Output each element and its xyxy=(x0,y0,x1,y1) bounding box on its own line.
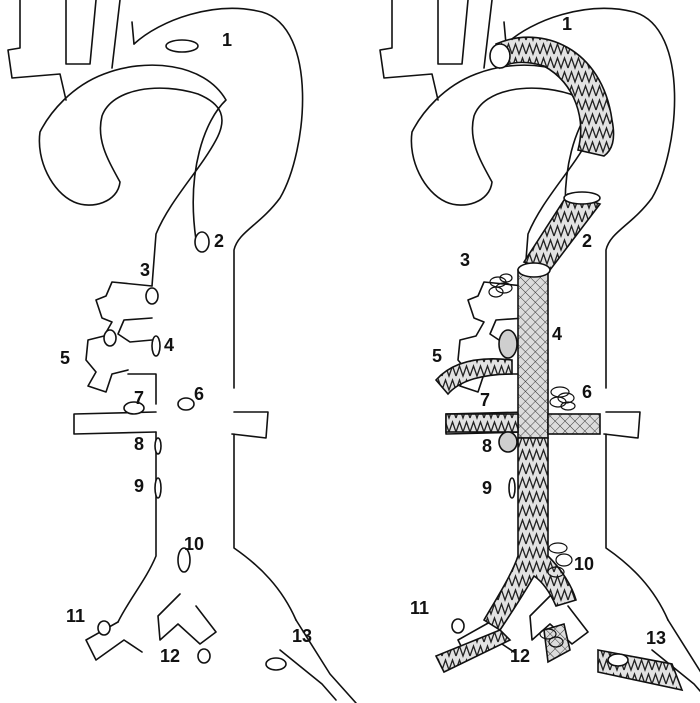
lesion-12 xyxy=(197,648,211,664)
left-iliac-limb xyxy=(434,629,512,674)
label-11: 11 xyxy=(410,598,429,618)
label-13: 13 xyxy=(292,626,312,646)
lesion-8 xyxy=(154,437,162,455)
label-6: 6 xyxy=(582,382,592,402)
label-5: 5 xyxy=(60,348,70,368)
internal-iliac-graft xyxy=(543,622,571,664)
label-9: 9 xyxy=(134,476,144,496)
label-5: 5 xyxy=(432,346,442,366)
sma-stent xyxy=(434,358,513,396)
labels-right: 1 2 3 4 5 6 7 8 9 10 11 12 13 xyxy=(410,14,666,666)
lesion-1 xyxy=(489,43,511,69)
lesion-11 xyxy=(97,620,111,636)
coil-3 xyxy=(488,273,513,298)
label-4: 4 xyxy=(164,335,174,355)
lesion-4 xyxy=(498,329,518,359)
lesion-8 xyxy=(498,431,518,453)
lesion-9 xyxy=(154,477,162,499)
label-10: 10 xyxy=(574,554,594,574)
label-2: 2 xyxy=(214,231,224,251)
lesion-6 xyxy=(177,397,195,411)
label-7: 7 xyxy=(480,390,490,410)
coil-10 xyxy=(547,542,573,578)
label-8: 8 xyxy=(134,434,144,454)
infrarenal-stent-graft xyxy=(482,437,577,632)
label-1: 1 xyxy=(222,30,232,50)
visceral-graft xyxy=(517,269,549,439)
label-3: 3 xyxy=(140,260,150,280)
coil-12 xyxy=(539,628,564,648)
lesion-7 xyxy=(123,401,145,415)
lesion-5 xyxy=(103,329,117,347)
lesion-1 xyxy=(165,39,199,53)
lesion-9 xyxy=(508,477,516,499)
panel-native-aorta xyxy=(7,0,357,703)
label-10: 10 xyxy=(184,534,204,554)
label-7: 7 xyxy=(134,388,144,408)
label-3: 3 xyxy=(460,250,470,270)
coil-6 xyxy=(549,386,576,411)
label-1: 1 xyxy=(562,14,572,34)
lesion-2 xyxy=(194,231,210,253)
label-6: 6 xyxy=(194,384,204,404)
label-13: 13 xyxy=(646,628,666,648)
lesion-10 xyxy=(177,547,191,573)
graft-rim xyxy=(517,262,551,278)
label-12: 12 xyxy=(510,646,530,666)
panel-repaired-aorta xyxy=(379,0,700,703)
label-12: 12 xyxy=(160,646,180,666)
lesion-4 xyxy=(151,335,161,357)
label-4: 4 xyxy=(552,324,562,344)
lesion-11 xyxy=(451,618,465,634)
lesion-13 xyxy=(265,657,287,671)
right-renal-graft xyxy=(547,413,601,435)
label-8: 8 xyxy=(482,436,492,456)
lesion-13 xyxy=(607,653,629,667)
left-renal-stent xyxy=(445,413,519,433)
stent-rim-upper xyxy=(563,191,601,205)
label-9: 9 xyxy=(482,478,492,498)
labels-left: 1 2 3 4 5 6 7 8 9 10 11 12 13 xyxy=(60,30,312,666)
label-11: 11 xyxy=(66,606,85,626)
lesion-3 xyxy=(145,287,159,305)
arch-stent-graft xyxy=(495,36,615,157)
label-2: 2 xyxy=(582,231,592,251)
